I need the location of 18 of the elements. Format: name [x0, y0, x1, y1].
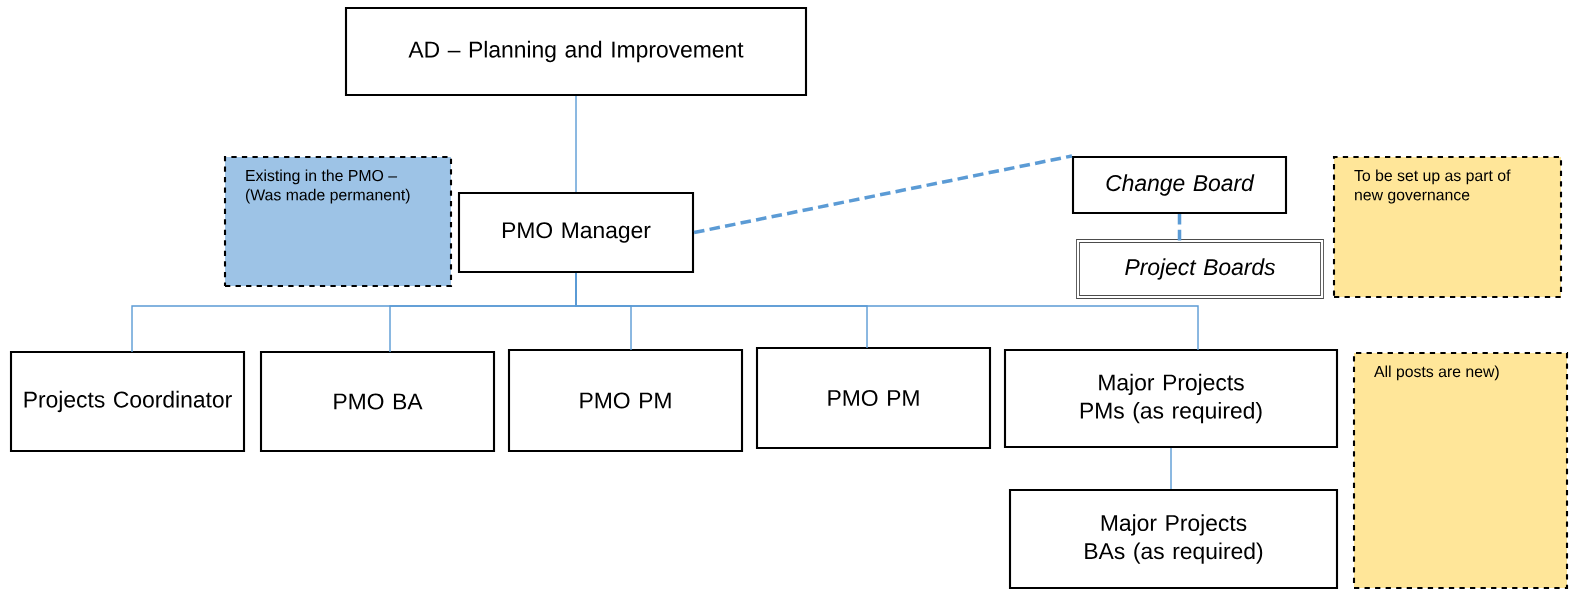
connector: [575, 95, 577, 193]
role-box: PMO Manager: [457, 191, 695, 274]
connector: [575, 272, 1199, 351]
board-box: Project Boards: [1076, 239, 1324, 299]
role-box: Major Projects BAs (as required): [1008, 488, 1339, 590]
note-box: All posts are new): [1352, 351, 1569, 590]
role-box: PMO PM: [755, 346, 992, 450]
role-box: Major Projects PMs (as required): [1003, 348, 1339, 449]
note-box: To be set up as part of new governance: [1332, 155, 1563, 299]
connector: [1177, 214, 1182, 241]
role-box: PMO BA: [259, 350, 496, 453]
title-box: AD – Planning and Improvement: [344, 6, 808, 97]
note-box: Existing in the PMO – (Was made permanent): [223, 155, 453, 288]
connector: [693, 154, 1073, 235]
role-box: Projects Coordinator: [9, 350, 246, 453]
connector: [1170, 447, 1172, 490]
role-box: PMO PM: [507, 348, 744, 453]
board-box: Change Board: [1071, 155, 1288, 215]
